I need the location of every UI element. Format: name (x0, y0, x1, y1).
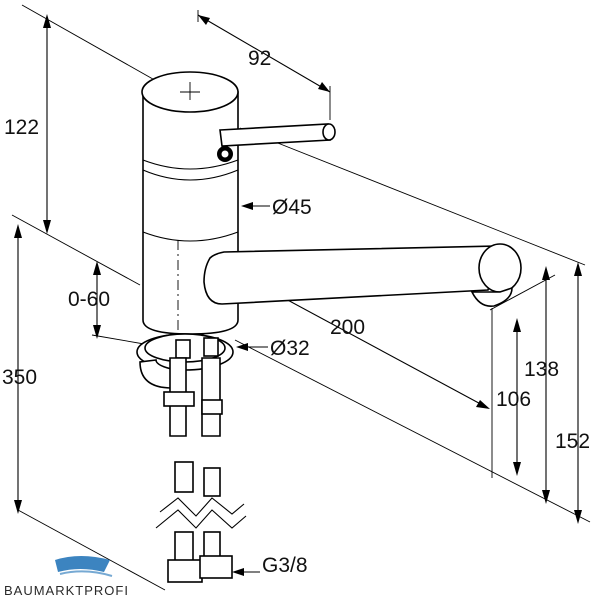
dim-label-152: 152 (555, 430, 590, 453)
watermark-logo: BAUMARKTPROFI (4, 556, 129, 598)
dim-label-106: 106 (496, 388, 531, 411)
dim-label-thread: G3/8 (262, 554, 308, 577)
dim-label-base-diameter: Ø32 (270, 337, 310, 360)
faucet-lever (217, 123, 336, 162)
dim-label-138: 138 (524, 358, 559, 381)
dimension-labels: 92 122 Ø45 0-60 200 Ø32 350 106 138 152 … (2, 47, 590, 577)
dim-label-body-diameter: Ø45 (272, 196, 312, 219)
faucet-spout (203, 243, 522, 308)
dim-label-350: 350 (2, 366, 37, 389)
dim-label-92: 92 (248, 47, 271, 70)
supply-hoses (155, 357, 247, 583)
dim-label-counter-thickness: 0-60 (68, 288, 110, 311)
dim-label-122: 122 (4, 116, 39, 139)
watermark-text: BAUMARKTPROFI (4, 583, 129, 598)
dim-label-200: 200 (330, 316, 365, 339)
